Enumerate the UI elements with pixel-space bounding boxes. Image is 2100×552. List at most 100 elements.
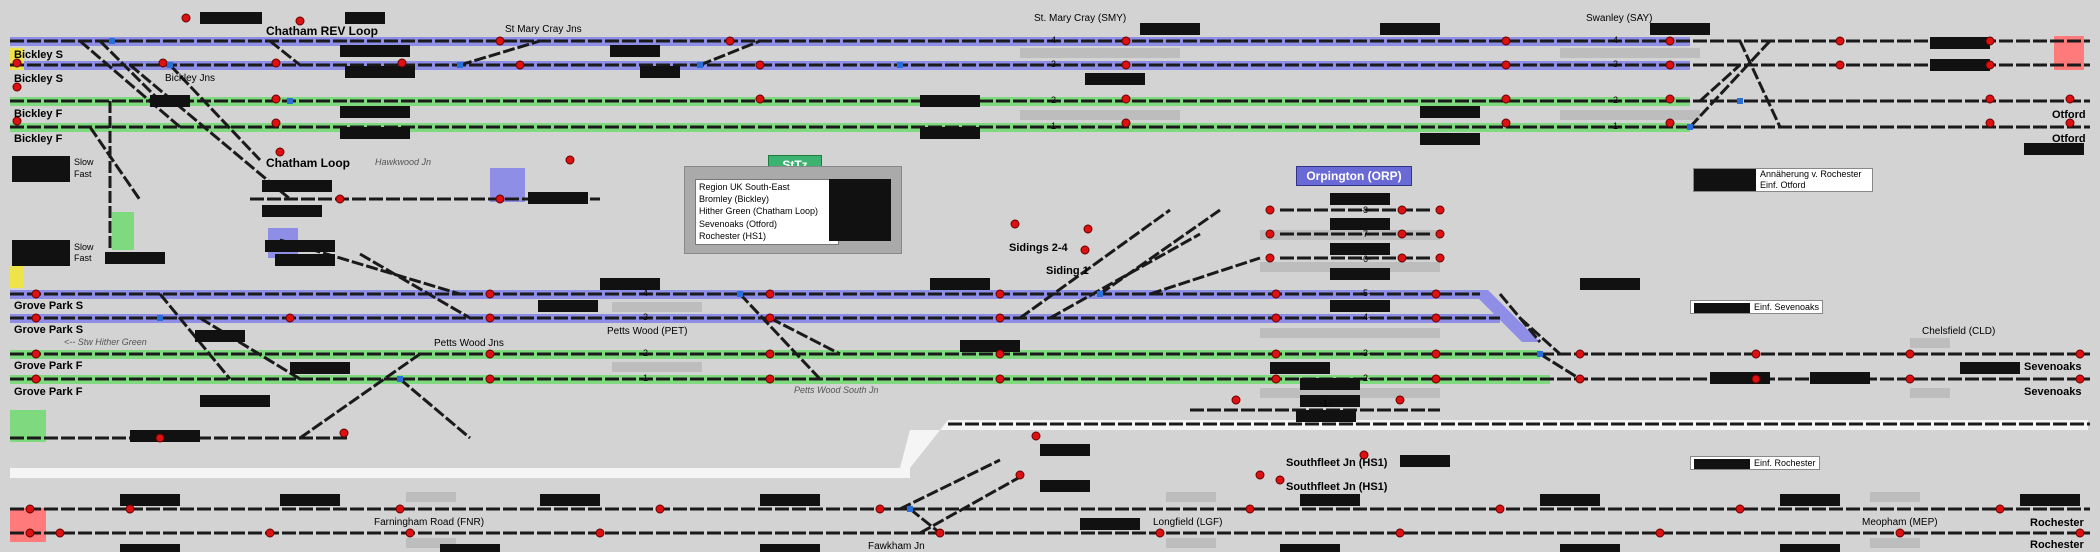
signal-icon[interactable] (1665, 94, 1675, 104)
signal-icon[interactable] (765, 349, 775, 359)
train-describer[interactable] (2024, 143, 2084, 155)
train-describer[interactable] (1330, 268, 1390, 280)
signal-icon[interactable] (1835, 36, 1845, 46)
train-describer[interactable] (290, 362, 350, 374)
orpington-button[interactable]: Orpington (ORP) (1296, 166, 1412, 186)
signal-icon[interactable] (295, 16, 305, 26)
signal-icon[interactable] (1271, 374, 1281, 384)
train-describer[interactable] (265, 240, 335, 252)
signal-icon[interactable] (1735, 504, 1745, 514)
signal-icon[interactable] (339, 428, 349, 438)
signal-icon[interactable] (1501, 60, 1511, 70)
signal-icon[interactable] (1397, 205, 1407, 215)
train-describer[interactable] (105, 252, 165, 264)
signal-icon[interactable] (1495, 504, 1505, 514)
train-describer[interactable] (1330, 300, 1390, 312)
signal-icon[interactable] (765, 289, 775, 299)
signal-icon[interactable] (565, 155, 575, 165)
train-describer[interactable] (640, 66, 680, 78)
points-icon[interactable] (697, 62, 703, 68)
train-describer[interactable] (1780, 544, 1840, 552)
signal-icon[interactable] (485, 289, 495, 299)
signal-icon[interactable] (265, 528, 275, 538)
signal-icon[interactable] (995, 374, 1005, 384)
signal-icon[interactable] (1655, 528, 1665, 538)
train-describer[interactable] (1420, 106, 1480, 118)
train-describer[interactable] (1040, 480, 1090, 492)
train-describer[interactable] (120, 494, 180, 506)
train-describer[interactable] (440, 544, 500, 552)
signal-icon[interactable] (1265, 205, 1275, 215)
train-describer[interactable] (1330, 218, 1390, 230)
signal-icon[interactable] (1397, 253, 1407, 263)
signal-icon[interactable] (2075, 374, 2085, 384)
signal-icon[interactable] (755, 60, 765, 70)
train-describer[interactable] (1580, 278, 1640, 290)
train-describer[interactable] (1300, 395, 1360, 407)
signal-icon[interactable] (1501, 94, 1511, 104)
train-describer[interactable] (960, 340, 1020, 352)
train-describer[interactable] (275, 254, 335, 266)
signal-icon[interactable] (31, 349, 41, 359)
sttz-row[interactable]: Hither Green (Chatham Loop) (699, 206, 819, 217)
signal-icon[interactable] (2075, 349, 2085, 359)
signal-icon[interactable] (1275, 475, 1285, 485)
signal-icon[interactable] (125, 504, 135, 514)
signal-icon[interactable] (1905, 349, 1915, 359)
train-describer[interactable] (610, 45, 660, 57)
signal-icon[interactable] (1985, 118, 1995, 128)
train-describer[interactable] (1400, 455, 1450, 467)
signal-icon[interactable] (397, 58, 407, 68)
train-describer[interactable] (1930, 37, 1990, 49)
signal-icon[interactable] (1121, 118, 1131, 128)
signal-icon[interactable] (1665, 36, 1675, 46)
signal-icon[interactable] (935, 528, 945, 538)
signal-icon[interactable] (155, 433, 165, 443)
points-icon[interactable] (157, 315, 163, 321)
signal-icon[interactable] (271, 58, 281, 68)
signal-icon[interactable] (1435, 253, 1445, 263)
signal-icon[interactable] (1751, 349, 1761, 359)
train-describer[interactable] (760, 544, 820, 552)
train-describer[interactable] (920, 127, 980, 139)
train-describer[interactable] (1780, 494, 1840, 506)
signal-icon[interactable] (755, 94, 765, 104)
points-icon[interactable] (907, 506, 913, 512)
train-describer[interactable] (1080, 518, 1140, 530)
signal-icon[interactable] (995, 349, 1005, 359)
signal-icon[interactable] (1397, 229, 1407, 239)
train-describer[interactable] (120, 544, 180, 552)
signal-icon[interactable] (181, 13, 191, 23)
signal-icon[interactable] (1359, 450, 1369, 460)
train-describer[interactable] (760, 494, 820, 506)
points-icon[interactable] (1097, 291, 1103, 297)
signal-icon[interactable] (995, 313, 1005, 323)
train-describer[interactable] (200, 395, 270, 407)
points-icon[interactable] (109, 38, 115, 44)
train-describer[interactable] (130, 430, 200, 442)
signal-icon[interactable] (2065, 118, 2075, 128)
train-describer[interactable] (280, 494, 340, 506)
signal-icon[interactable] (485, 313, 495, 323)
train-describer[interactable] (920, 95, 980, 107)
train-describer[interactable] (1960, 362, 2020, 374)
signal-icon[interactable] (285, 313, 295, 323)
train-describer[interactable] (600, 278, 660, 290)
sttz-row[interactable]: Region UK South-East (699, 182, 790, 192)
signal-icon[interactable] (1031, 431, 1041, 441)
signal-icon[interactable] (1395, 528, 1405, 538)
train-describer[interactable] (340, 45, 410, 57)
signal-icon[interactable] (1080, 245, 1090, 255)
signal-icon[interactable] (1015, 470, 1025, 480)
signal-icon[interactable] (335, 194, 345, 204)
train-describer[interactable] (1300, 494, 1360, 506)
train-describer[interactable] (1650, 23, 1710, 35)
signal-icon[interactable] (1835, 60, 1845, 70)
train-describer[interactable] (1296, 410, 1356, 422)
signal-icon[interactable] (1083, 224, 1093, 234)
train-describer[interactable] (1540, 494, 1600, 506)
signal-icon[interactable] (1501, 36, 1511, 46)
signal-icon[interactable] (765, 313, 775, 323)
signal-icon[interactable] (55, 528, 65, 538)
points-icon[interactable] (1687, 124, 1693, 130)
